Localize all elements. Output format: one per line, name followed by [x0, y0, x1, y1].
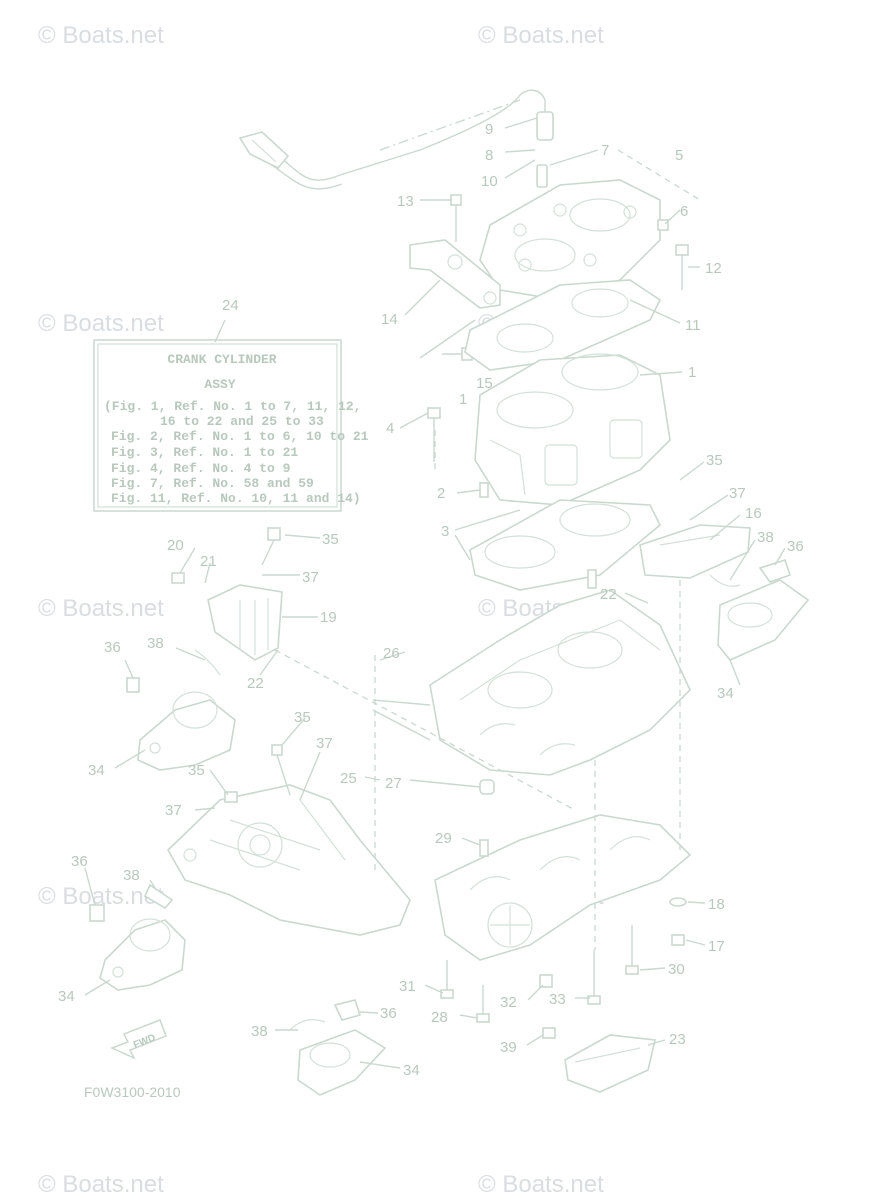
callout-label: 10: [481, 173, 498, 190]
callout-label: 16: [745, 505, 762, 522]
callout-label: 2: [437, 485, 445, 502]
callout-label: 37: [302, 569, 319, 586]
callout-label: 22: [600, 586, 617, 603]
callout-label: 6: [680, 203, 688, 220]
cover-part: [542, 1027, 656, 1093]
watermark: © Boats.net: [38, 22, 164, 49]
callout-label: 34: [403, 1062, 420, 1079]
callout-label: 35: [706, 452, 723, 469]
upper-crankcase-part: [429, 569, 691, 795]
callout-label: 28: [431, 1009, 448, 1026]
callout-numbers: 9 8 7 5 10 13 6 12 14 11 15 1 4 1 2 3 35…: [58, 121, 804, 1079]
callout-label: 38: [147, 635, 164, 652]
callout-label: 4: [386, 420, 394, 437]
callout-label: 14: [381, 311, 398, 328]
callout-label: 38: [123, 867, 140, 884]
fwd-arrow-icon: FWD: [110, 1019, 167, 1060]
callout-label: 15: [476, 375, 493, 392]
callout-label: 19: [320, 609, 337, 626]
callout-label: 30: [668, 961, 685, 978]
assy-title: CRANK CYLINDER: [167, 352, 276, 367]
assy-ref-number: 24: [222, 297, 239, 314]
callout-label: 34: [58, 988, 75, 1005]
callout-label: 39: [500, 1039, 517, 1056]
fwd-label: FWD: [132, 1032, 157, 1051]
mount-lower-left-part: [89, 883, 186, 991]
assy-line: Fig. 2, Ref. No. 1 to 6, 10 to 21: [111, 429, 369, 444]
callout-label: 33: [549, 991, 566, 1008]
callout-label: 20: [167, 537, 184, 554]
watermark: © Boats.net: [478, 1171, 604, 1198]
callout-label: 34: [88, 762, 105, 779]
callout-label: 21: [200, 553, 217, 570]
callout-label: 22: [247, 675, 264, 692]
assembly-lines: [274, 99, 701, 950]
callout-label: 13: [397, 193, 414, 210]
callout-label: 1: [459, 391, 467, 408]
callout-label: 29: [435, 830, 452, 847]
callout-label: 17: [708, 938, 725, 955]
assy-line: Fig. 7, Ref. No. 58 and 59: [111, 476, 314, 491]
callout-label: 35: [294, 709, 311, 726]
assy-subtitle: ASSY: [204, 377, 235, 392]
callout-label: 35: [188, 762, 205, 779]
callout-label: 25: [340, 770, 357, 787]
lower-crankcase-part: [434, 814, 692, 961]
callout-label: 35: [322, 531, 339, 548]
callout-label: 3: [441, 523, 449, 540]
watermark: © Boats.net: [38, 1171, 164, 1198]
assy-line: Fig. 3, Ref. No. 1 to 21: [111, 445, 298, 460]
assy-line: 16 to 22 and 25 to 33: [160, 414, 324, 429]
base-gasket-part: [469, 499, 661, 591]
callout-label: 23: [669, 1031, 686, 1048]
assy-line: Fig. 4, Ref. No. 4 to 9: [111, 461, 291, 476]
watermark: © Boats.net: [478, 22, 604, 49]
watermark: © Boats.net: [38, 310, 164, 337]
callout-label: 9: [485, 121, 493, 138]
callout-label: 37: [729, 485, 746, 502]
flywheel-housing-part: [166, 744, 411, 936]
callout-label: 38: [251, 1023, 268, 1040]
callout-label: 37: [316, 735, 333, 752]
leader-lines: [84, 117, 786, 1069]
cylinder-head-part: [479, 164, 661, 301]
assy-line: Fig. 11, Ref. No. 10, 11 and 14): [111, 491, 361, 506]
cylinder-block-part: [474, 353, 671, 506]
callout-label: 7: [601, 142, 609, 159]
callout-label: 36: [71, 853, 88, 870]
callout-label: 18: [708, 896, 725, 913]
intake-bottom-part: [289, 999, 387, 1096]
callout-label: 5: [675, 147, 683, 164]
callout-label: 1: [688, 364, 696, 381]
callout-label: 36: [104, 639, 121, 656]
hose-part: [238, 89, 554, 190]
callout-label: 32: [500, 994, 517, 1011]
head-gasket-part: [464, 279, 662, 371]
mount-left-part: [126, 527, 283, 771]
assy-reference-box: 24 CRANK CYLINDER ASSY (Fig. 1, Ref. No.…: [93, 297, 369, 512]
callout-label: 8: [485, 147, 493, 164]
callout-label: 27: [385, 775, 402, 792]
callout-label: 38: [757, 529, 774, 546]
diagram-code: F0W3100-2010: [84, 1084, 181, 1100]
intake-right-part: [639, 524, 810, 661]
callout-label: 34: [717, 685, 734, 702]
callout-label: 36: [380, 1005, 397, 1022]
callout-label: 31: [399, 978, 416, 995]
callout-label: 36: [787, 538, 804, 555]
callout-label: 12: [705, 260, 722, 277]
assy-line: (Fig. 1, Ref. No. 1 to 7, 11, 12,: [104, 399, 361, 414]
callout-label: 26: [383, 645, 400, 662]
callout-label: 11: [685, 317, 701, 334]
watermark: © Boats.net: [38, 595, 164, 622]
callout-label: 37: [165, 802, 182, 819]
bracket-part: [409, 239, 501, 309]
